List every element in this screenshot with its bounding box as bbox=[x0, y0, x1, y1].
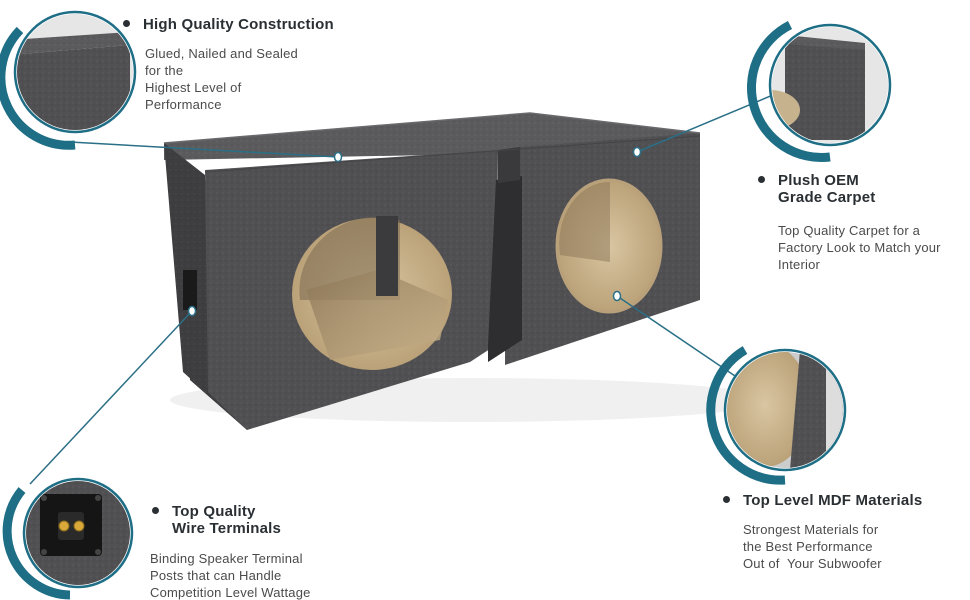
zoom-circle-construction bbox=[0, 10, 137, 150]
feature-construction: High Quality Construction Glued, Nailed … bbox=[123, 16, 334, 113]
feature-title: Top Level MDF Materials bbox=[723, 492, 922, 509]
feature-terminals: Top Quality Wire Terminals Binding Speak… bbox=[150, 503, 311, 600]
feature-description-line: Binding Speaker Terminal bbox=[150, 551, 303, 566]
feature-carpet: Plush OEM Grade Carpet Top Quality Carpe… bbox=[758, 172, 941, 273]
bullet-icon bbox=[723, 496, 730, 503]
feature-description-line: Posts that can Handle bbox=[150, 568, 282, 583]
feature-title-line: Grade Carpet bbox=[778, 189, 876, 206]
feature-description: Strongest Materials for the Best Perform… bbox=[723, 521, 922, 572]
feature-description-line: Out of Your Subwoofer bbox=[743, 556, 882, 571]
feature-mdf: Top Level MDF Materials Strongest Materi… bbox=[723, 492, 922, 572]
feature-description: Top Quality Carpet for a Factory Look to… bbox=[758, 222, 941, 273]
zoom-circle-mdf bbox=[706, 346, 847, 485]
feature-description-line: Strongest Materials for bbox=[743, 522, 879, 537]
feature-title: Top Quality Wire Terminals bbox=[152, 503, 311, 537]
feature-description-line: for the bbox=[145, 63, 184, 78]
feature-title-line: High Quality Construction bbox=[143, 16, 334, 33]
feature-title: High Quality Construction bbox=[123, 16, 334, 33]
feature-description-line: Competition Level Wattage bbox=[150, 585, 311, 600]
feature-description: Binding Speaker Terminal Posts that can … bbox=[150, 550, 311, 600]
box-divider bbox=[488, 176, 522, 362]
feature-description-line: Top Quality Carpet for a bbox=[778, 223, 921, 238]
feature-title-line: Plush OEM bbox=[778, 172, 859, 189]
feature-title-line: Wire Terminals bbox=[172, 520, 282, 537]
feature-description-line: Highest Level of bbox=[145, 80, 242, 95]
side-terminal bbox=[183, 270, 197, 310]
feature-description-line: Factory Look to Match your bbox=[778, 240, 941, 255]
feature-description-line: Performance bbox=[145, 97, 222, 112]
feature-description-line: Glued, Nailed and Sealed bbox=[145, 46, 298, 61]
terminal-post-left bbox=[58, 520, 70, 532]
bullet-icon bbox=[758, 176, 765, 183]
zoom-circle-terminals bbox=[2, 477, 134, 600]
feature-description: Glued, Nailed and Sealed for the Highest… bbox=[123, 45, 334, 113]
terminal-post-right bbox=[73, 520, 85, 532]
bullet-icon bbox=[123, 20, 130, 27]
feature-description-line: the Best Performance bbox=[743, 539, 873, 554]
feature-title: Plush OEM Grade Carpet bbox=[758, 172, 941, 206]
feature-title-line: Top Quality bbox=[172, 503, 256, 520]
bullet-icon bbox=[152, 507, 159, 514]
zoom-circle-carpet bbox=[747, 20, 892, 162]
feature-description-line: Interior bbox=[778, 257, 821, 272]
feature-title-line: Top Level MDF Materials bbox=[743, 492, 923, 509]
